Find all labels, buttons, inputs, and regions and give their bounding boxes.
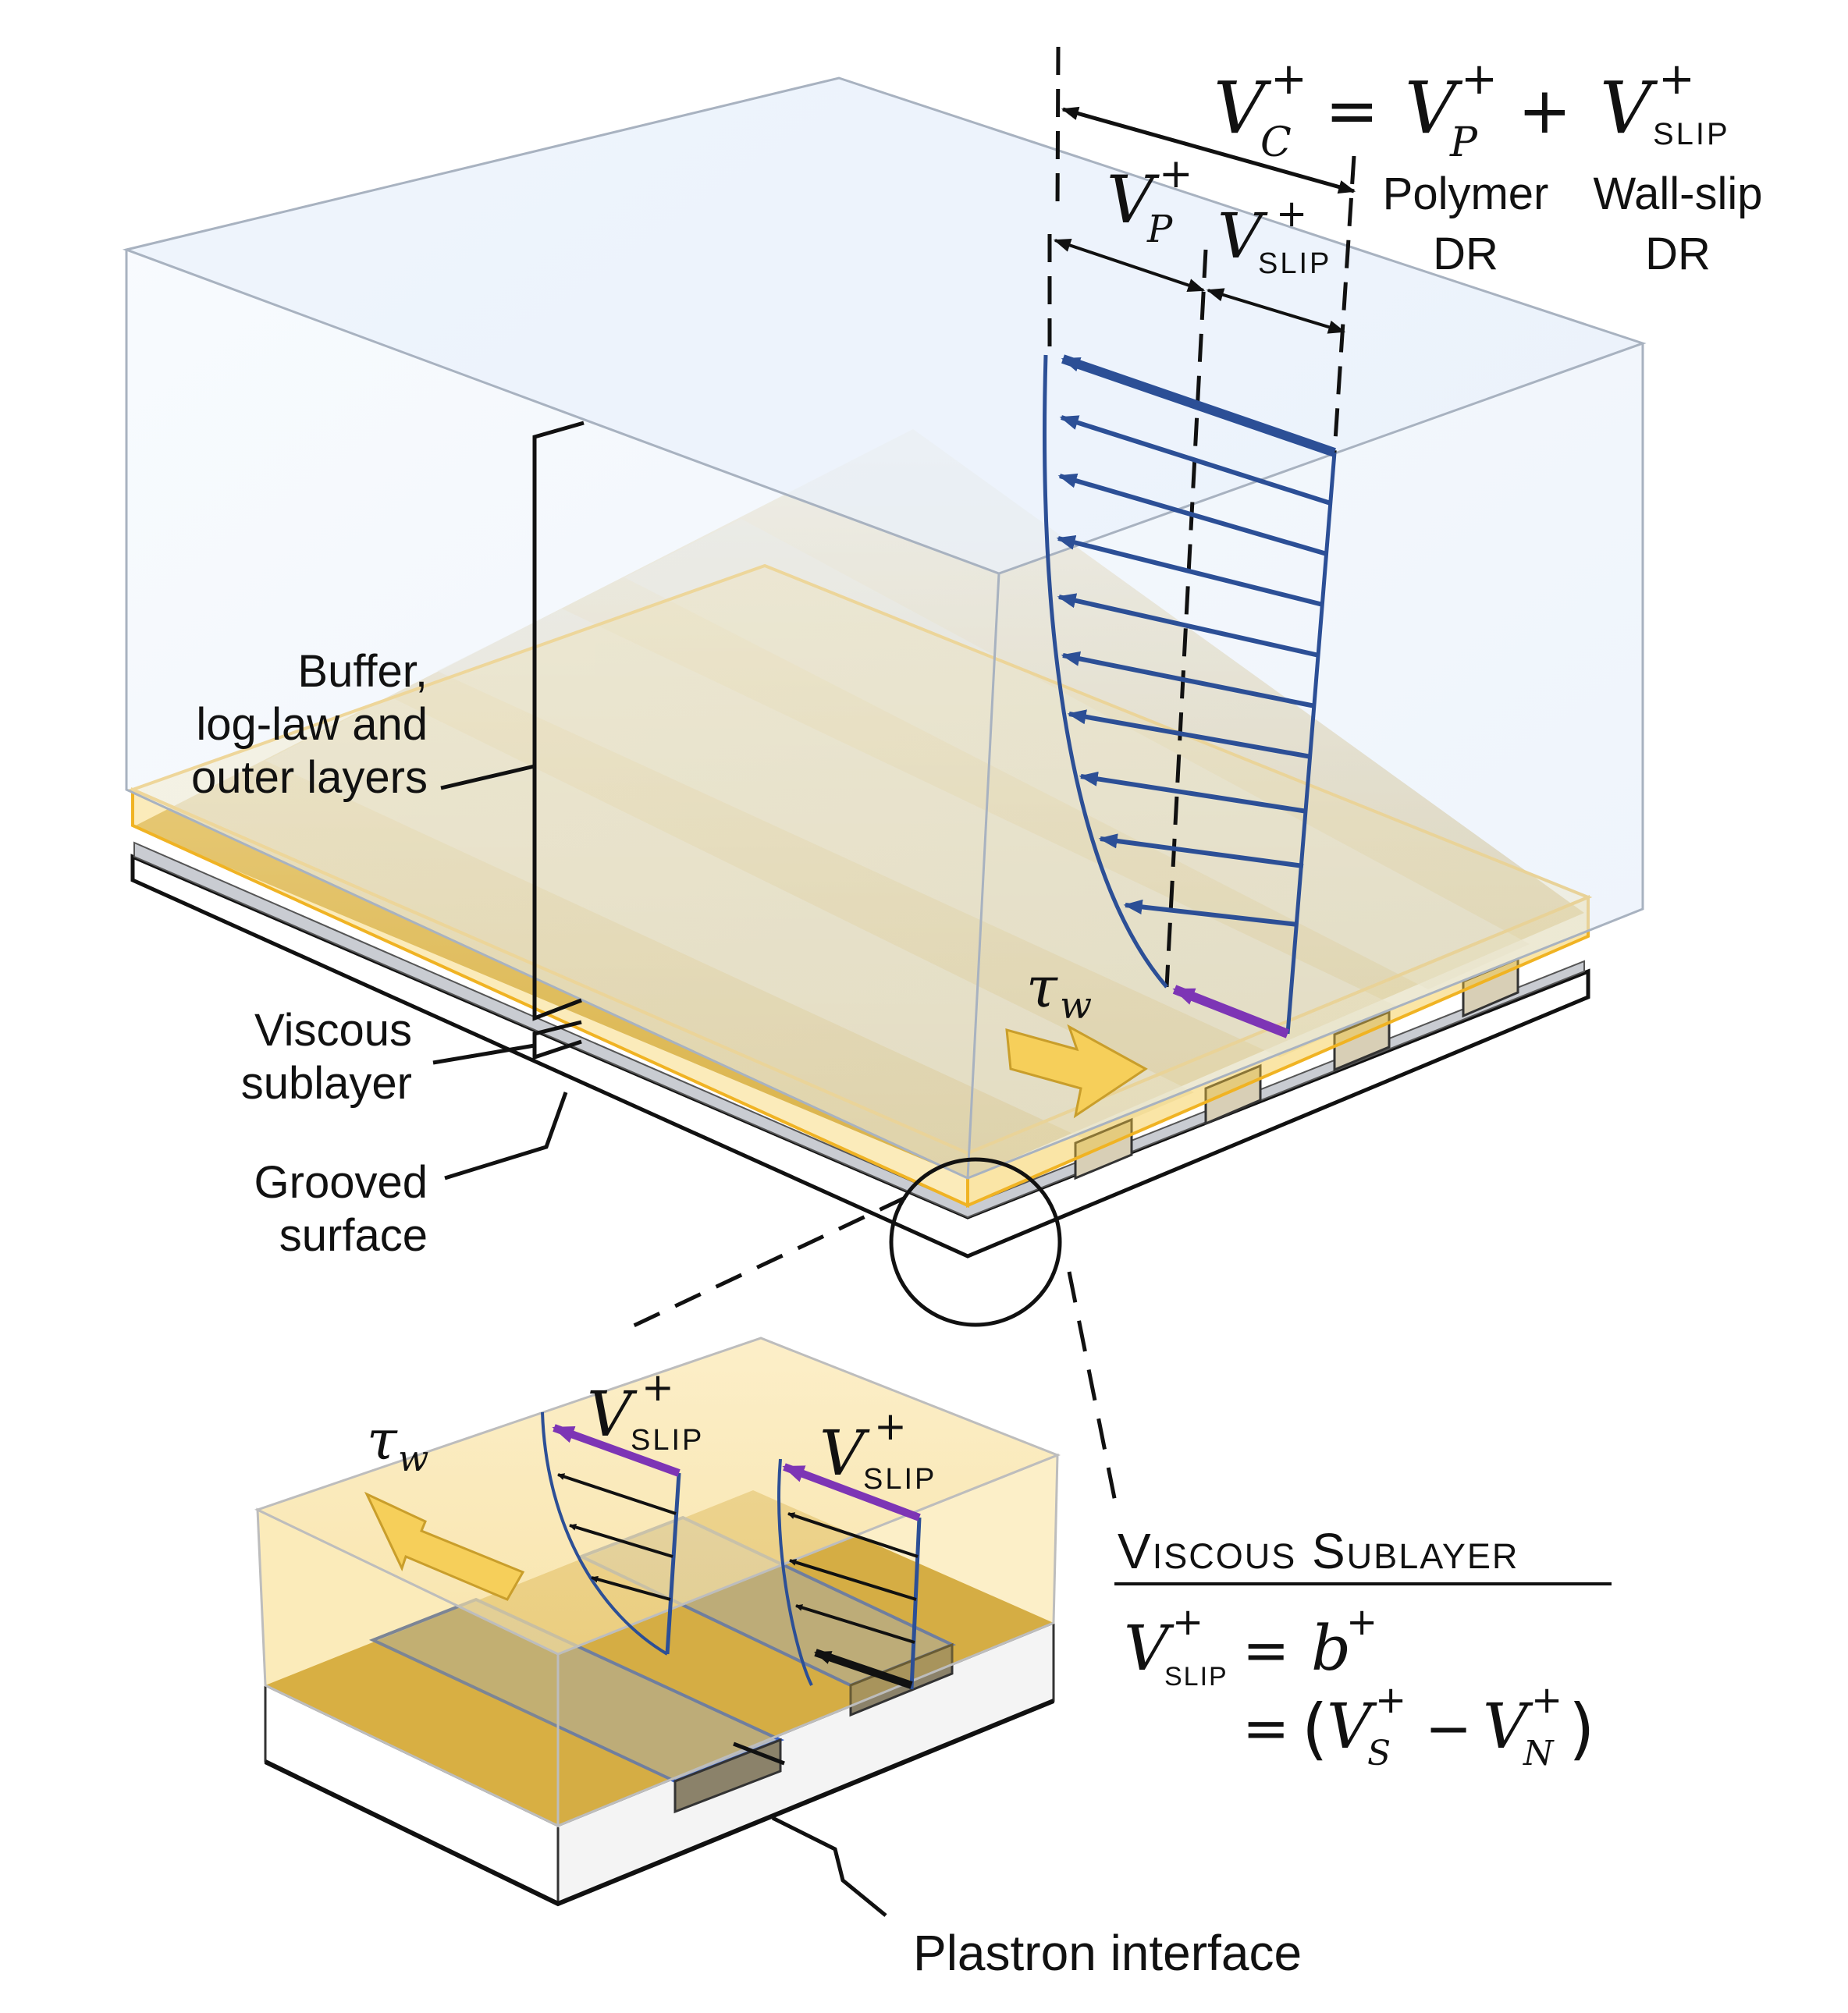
main-flow-box xyxy=(122,76,1647,1259)
buffer-bracket xyxy=(532,421,585,1021)
svg-text:w: w xyxy=(398,1437,428,1479)
wall-slip-arrow xyxy=(1172,985,1290,1038)
polymer-dr-label: Polymer xyxy=(1383,169,1549,219)
viscous-sublayer-equation: Viscous Sublayer V + SLIP = b + = ( V + … xyxy=(1114,1523,1612,1773)
dashed-line-left xyxy=(1055,46,1061,211)
inset-vslip-label-2: V xyxy=(819,1417,870,1489)
svg-text:SLIP: SLIP xyxy=(1653,117,1730,151)
svg-text:P: P xyxy=(1449,119,1478,166)
svg-text:+: + xyxy=(1658,54,1695,105)
svg-text:SLIP: SLIP xyxy=(631,1424,704,1457)
inset-vslip-label-1: V xyxy=(587,1378,638,1450)
viscous-sublayer-label: Viscous xyxy=(254,1005,412,1056)
svg-text:SLIP: SLIP xyxy=(1164,1662,1228,1692)
inset-slip-arrow-1 xyxy=(552,1424,681,1477)
inset-gold-surface xyxy=(265,1490,1054,1826)
dashed-line-middle xyxy=(1164,249,1208,988)
vc-dimension-arrow xyxy=(1061,106,1356,194)
svg-text:S: S xyxy=(1367,1734,1391,1773)
svg-text:+: + xyxy=(1531,1678,1562,1722)
svg-text:P: P xyxy=(1146,208,1173,251)
svg-text:DR: DR xyxy=(1433,229,1498,279)
svg-text:=: = xyxy=(1242,1617,1289,1683)
grooved-pointer xyxy=(444,1092,568,1180)
svg-text:C: C xyxy=(1260,119,1292,166)
inset-slip-arrow-2 xyxy=(782,1463,921,1521)
svg-text:+: + xyxy=(1270,54,1307,105)
grooved-surface-label: Grooved xyxy=(254,1157,428,1208)
svg-text:sublayer: sublayer xyxy=(241,1058,412,1109)
svg-text:b: b xyxy=(1311,1612,1351,1685)
svg-text:(: ( xyxy=(1302,1690,1328,1768)
wall-shear-arrow-main xyxy=(1005,1024,1148,1119)
svg-text:+: + xyxy=(1276,192,1307,236)
velocity-profile-curve xyxy=(1043,354,1168,989)
svg-text:+: + xyxy=(1518,74,1572,148)
plastron-pointer xyxy=(771,1816,887,1917)
svg-text:+: + xyxy=(1172,1600,1203,1644)
tau-w-main: τ xyxy=(1026,954,1058,1020)
svg-text:V: V xyxy=(1327,1690,1377,1763)
svg-text:surface: surface xyxy=(279,1210,428,1261)
svg-text:=: = xyxy=(1325,74,1379,148)
vslip-dimension-arrow xyxy=(1206,288,1346,334)
profile-right-edge xyxy=(1285,452,1337,1035)
svg-text:+: + xyxy=(1461,54,1498,105)
svg-text:+: + xyxy=(1159,151,1193,197)
vc-symbol: V xyxy=(1214,66,1272,150)
main-equation: V + C = V + P + V + SLIP Polymer DR Wall… xyxy=(1026,54,1762,1028)
vp-dimension-label: V xyxy=(1107,162,1160,238)
svg-text:V: V xyxy=(1483,1690,1533,1763)
svg-text:V: V xyxy=(1124,1612,1175,1685)
velocity-profile xyxy=(1043,46,1356,1038)
svg-text:outer layers: outer layers xyxy=(191,752,428,803)
vslip-dimension-label: V xyxy=(1217,200,1268,272)
svg-text:log-law and: log-law and xyxy=(196,699,428,750)
svg-text:): ) xyxy=(1569,1690,1595,1768)
vslip-symbol: V xyxy=(1600,66,1658,150)
wall-slip-dr-label: Wall-slip xyxy=(1594,169,1763,219)
wall-shear-arrow-inset xyxy=(364,1491,525,1601)
plastron-interface-label: Plastron interface xyxy=(913,1925,1302,1981)
tau-w-inset: τ xyxy=(367,1408,398,1472)
inset-view: τ w V + SLIP V + SLIP Plastron interface xyxy=(254,1337,1302,1981)
inset-profile-1 xyxy=(541,1411,669,1656)
buffer-label: Buffer, xyxy=(297,646,428,697)
left-annotations: Buffer, log-law and outer layers Viscous… xyxy=(191,421,585,1261)
svg-text:+: + xyxy=(1346,1600,1377,1644)
svg-text:w: w xyxy=(1060,984,1092,1028)
svg-text:−: − xyxy=(1425,1695,1472,1761)
viscous-sublayer-heading: Viscous Sublayer xyxy=(1118,1523,1519,1579)
svg-text:SLIP: SLIP xyxy=(1258,247,1331,280)
svg-text:+: + xyxy=(1375,1678,1406,1722)
svg-text:SLIP: SLIP xyxy=(863,1463,936,1496)
svg-text:+: + xyxy=(874,1404,907,1449)
zoom-circle xyxy=(889,1157,1062,1327)
velocity-arrows xyxy=(1056,354,1336,927)
vp-dimension-arrow xyxy=(1053,238,1206,293)
svg-text:N: N xyxy=(1523,1734,1555,1773)
magnifier xyxy=(631,1157,1118,1507)
svg-text:+: + xyxy=(641,1365,674,1410)
svg-text:=: = xyxy=(1242,1695,1289,1761)
svg-text:DR: DR xyxy=(1645,229,1711,279)
vp-symbol: V xyxy=(1405,66,1463,150)
inset-profile-2 xyxy=(777,1458,813,1686)
